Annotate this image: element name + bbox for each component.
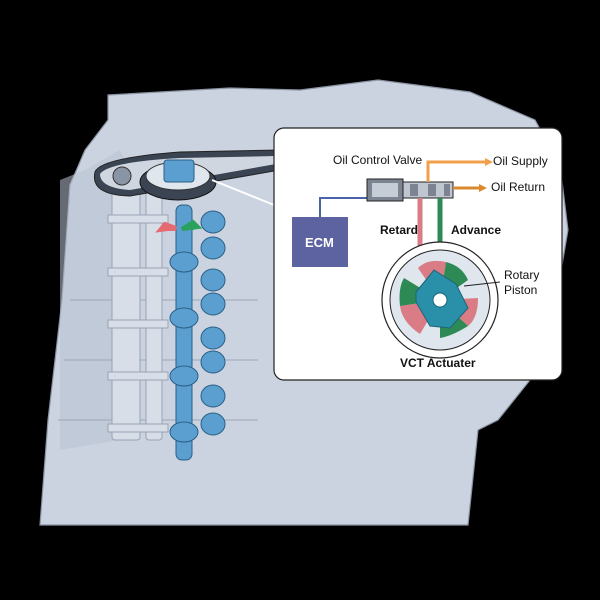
retard-label: Retard (380, 223, 419, 237)
retard-arrow-icon (155, 221, 177, 233)
vct-actuator-diagram (381, 241, 499, 359)
oil-return-arrow-icon (479, 184, 487, 192)
oil-return-label: Oil Return (491, 180, 546, 194)
rotary-piston-label-line2: Piston (504, 283, 538, 297)
rotary-piston-label-line1: Rotary (504, 268, 540, 282)
callout-leader (211, 179, 275, 206)
oil-supply-line (426, 160, 485, 182)
oil-supply-arrow-icon (485, 158, 493, 166)
ecm-wire (319, 197, 367, 217)
advance-arrow-icon (180, 219, 203, 231)
oil-control-valve (366, 178, 454, 202)
oil-supply-label: Oil Supply (493, 154, 548, 168)
advance-label: Advance (451, 223, 502, 237)
camshaft (169, 204, 226, 461)
oil-control-valve-label: Oil Control Valve (333, 153, 423, 167)
ecm-label: ECM (305, 235, 334, 250)
vct-actuator-label: VCT Actuater (400, 356, 476, 370)
ecm-box (292, 217, 348, 267)
rotary-piston-leader (463, 281, 501, 287)
cylinder-block (107, 189, 169, 441)
vct-gear-on-engine (139, 159, 217, 201)
